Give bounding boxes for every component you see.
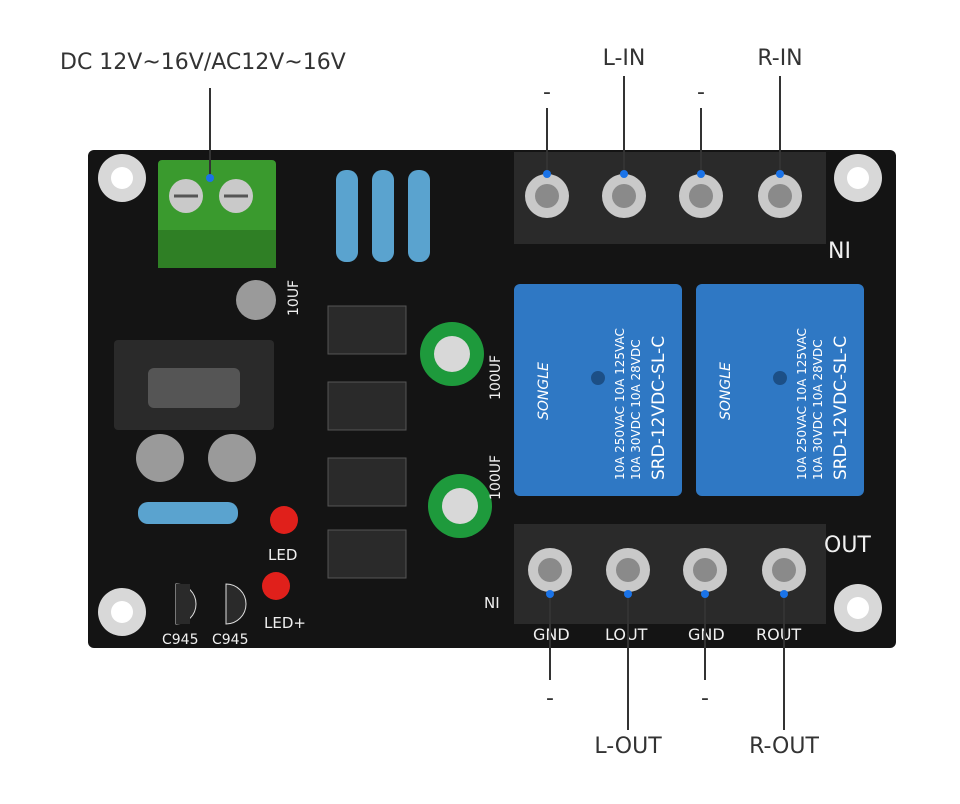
callout-dots [206, 170, 788, 598]
input-terminal [514, 152, 826, 244]
silk-100uf-1: 100UF [488, 355, 504, 400]
silk-100uf-2: 100UF [488, 455, 504, 500]
relay: SONGLE SRD-12VDC-SL-C 10A 250VAC 10A 125… [696, 284, 864, 496]
transistor [175, 583, 197, 625]
relay-rating-2: 10A 30VDC 10A 28VDC [811, 339, 825, 480]
callout-lines [209, 76, 785, 730]
relay-rating-1: 10A 250VAC 10A 125VAC [613, 328, 627, 480]
ic-chip [327, 381, 407, 431]
relay-model: SRD-12VDC-SL-C [649, 336, 669, 480]
regulator-heatsink [114, 340, 274, 430]
silk-gnd-1: GND [533, 625, 570, 644]
capacitor [136, 434, 184, 482]
callout-l-out: L-OUT [594, 734, 662, 759]
transistor [225, 583, 247, 625]
callout-minus-top-1: - [543, 80, 551, 105]
silk-led: LED [268, 546, 297, 564]
resistor [408, 170, 430, 262]
mounting-hole [98, 154, 146, 202]
power-terminal-block [158, 160, 276, 268]
callout-power: DC 12V~16V/AC12V~16V [60, 50, 346, 75]
callout-minus-bottom-1: - [546, 686, 554, 711]
callout-r-in: R-IN [757, 46, 803, 71]
callout-l-in: L-IN [602, 46, 646, 71]
led [270, 506, 298, 534]
relay-rating-2: 10A 30VDC 10A 28VDC [629, 339, 643, 480]
relay-model: SRD-12VDC-SL-C [831, 336, 851, 480]
ic-chip [327, 529, 407, 579]
mounting-hole [98, 588, 146, 636]
silk-ni-bottom: NI [484, 594, 500, 612]
resistor [336, 170, 358, 262]
relay-brand: SONGLE [536, 362, 552, 420]
silk-lout: LOUT [605, 625, 648, 644]
mounting-hole [834, 584, 882, 632]
mounting-hole [834, 154, 882, 202]
output-terminal [514, 524, 826, 624]
silk-rout: ROUT [756, 625, 801, 644]
silk-10uf: 10UF [286, 280, 302, 316]
silk-c945-1: C945 [162, 632, 199, 648]
silk-gnd-2: GND [688, 625, 725, 644]
silk-c945-2: C945 [212, 632, 249, 648]
led [262, 572, 290, 600]
resistor [138, 502, 238, 524]
callout-minus-bottom-2: - [701, 686, 709, 711]
relay-rating-1: 10A 250VAC 10A 125VAC [795, 328, 809, 480]
ic-chip [327, 457, 407, 507]
capacitor [236, 280, 276, 320]
resistor [372, 170, 394, 262]
capacitor-green [420, 322, 484, 386]
capacitor [208, 434, 256, 482]
ic-chip [327, 305, 407, 355]
callout-r-out: R-OUT [749, 734, 819, 759]
silk-led-plus: LED+ [264, 614, 306, 632]
relay-brand: SONGLE [718, 362, 734, 420]
relay: SONGLE SRD-12VDC-SL-C 10A 250VAC 10A 125… [514, 284, 682, 496]
callout-minus-top-2: - [697, 80, 705, 105]
silk-ni-top: NI [828, 239, 851, 264]
capacitor-green [428, 474, 492, 538]
silk-out: OUT [824, 533, 871, 558]
